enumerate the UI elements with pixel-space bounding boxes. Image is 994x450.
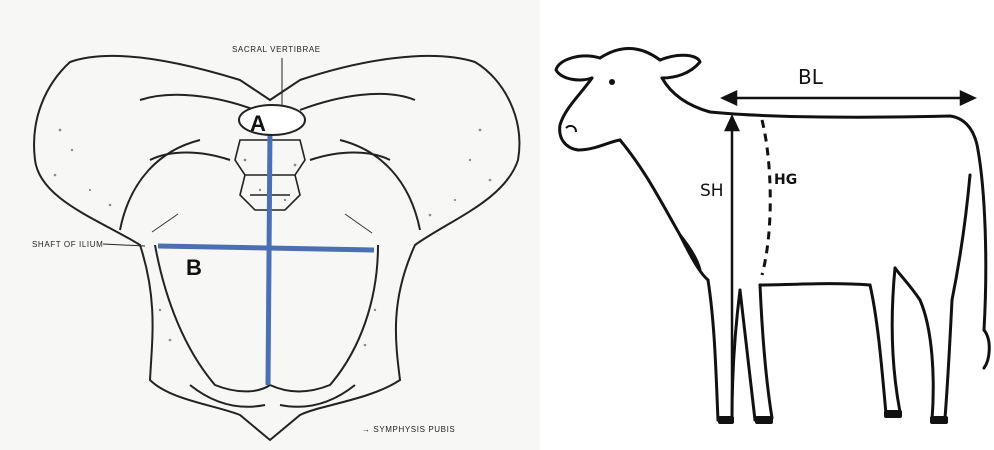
shoulder-height-label: SH — [700, 181, 724, 201]
shoulder-height-arrow — [726, 117, 738, 416]
cow-drawing: BL SH HG — [540, 0, 994, 450]
cow-nostril — [566, 126, 576, 132]
measure-a-label: A — [250, 111, 266, 136]
heart-girth-dashed — [762, 120, 770, 275]
shaft-of-ilium-label: SHAFT OF ILIUM — [32, 240, 103, 249]
measure-b-tick-right — [345, 214, 372, 233]
symphysis-pubis-label: → SYMPHYSIS PUBIS — [362, 425, 455, 434]
measure-b-label: B — [186, 255, 202, 280]
measure-b-tick-left — [152, 214, 178, 232]
body-length-label: BL — [798, 65, 824, 89]
cow-eye — [609, 79, 615, 85]
pelvis-diagram: A B SACRAL VERTIBRAE SHAFT OF ILIUM → SY… — [0, 0, 540, 450]
sacral-vertebrae-label: SACRAL VERTIBRAE — [232, 45, 321, 54]
cow-diagram-panel: BL SH HG — [540, 0, 994, 450]
heart-girth-label: HG — [774, 172, 797, 188]
pelvis-diagram-panel: A B SACRAL VERTIBRAE SHAFT OF ILIUM → SY… — [0, 0, 540, 450]
measure-a-oval — [239, 105, 305, 135]
measure-b-line — [158, 246, 374, 250]
body-length-arrow — [723, 92, 974, 104]
measure-a-line — [268, 128, 270, 385]
cow-hooves — [718, 410, 948, 424]
cow-outline — [556, 48, 989, 420]
